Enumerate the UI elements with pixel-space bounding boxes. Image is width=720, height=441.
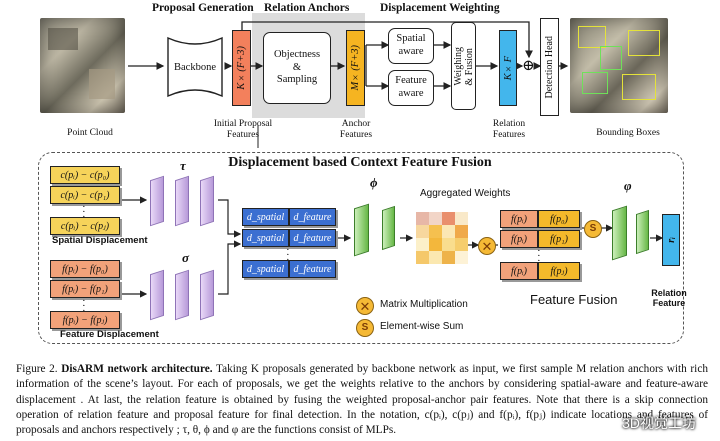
figure-caption: Figure 2. DisARM network architecture. T…: [16, 362, 708, 438]
objectness-sampling-box: Objectness & Sampling: [263, 32, 331, 104]
proposal-features-bar: K×(F+3): [232, 30, 251, 106]
backbone-shape: [167, 36, 223, 98]
fusion-right-1: f(p₁): [538, 230, 580, 248]
dfeature-0: d_feature: [289, 208, 336, 226]
fusion-title: Displacement based Context Feature Fusio…: [228, 155, 492, 170]
dspatial-0: d_spatial: [242, 208, 289, 226]
fusion-right-0: f(p₀): [538, 210, 580, 228]
elementwise-sum-icon: S: [584, 220, 602, 238]
detection-head-box: Detection Head: [540, 18, 559, 116]
varphi-symbol: φ: [624, 178, 632, 193]
bbox-4: [582, 72, 608, 94]
matrix-mult-icon: ✕: [478, 237, 496, 255]
caption-title: DisARM network architecture.: [61, 363, 213, 375]
label-relation-features: Relation Features: [492, 119, 526, 140]
fusion-ellipsis: ···: [537, 245, 541, 267]
elementwise-sum-symbol: S: [589, 223, 597, 234]
label-bounding-boxes: Bounding Boxes: [596, 128, 660, 138]
anchor-features-bar: M×(F+3): [346, 30, 365, 106]
phi-symbol: ϕ: [370, 175, 378, 190]
anchor-dim-label: M×(F+3): [350, 45, 361, 91]
fusion-left-2: f(pᵢ): [500, 262, 538, 280]
feature-chip-0: f(pᵢ) − f(p₀): [50, 260, 120, 278]
varphi-layer-2: [636, 209, 649, 255]
relation-feature-label: Relation Feature: [651, 288, 687, 309]
weighing-fusion-label: Weighing & Fusion: [452, 46, 475, 86]
dfeature-2-text: d_feature: [293, 263, 332, 275]
sigma-symbol: σ: [182, 250, 190, 265]
legend-es-symbol: S: [361, 322, 369, 333]
dfeature-1: d_feature: [289, 229, 336, 247]
aggregated-weights-label: Aggregated Weights: [420, 188, 511, 199]
pipeline-arrows: [128, 21, 569, 148]
feature-aware-box: Feature aware: [388, 70, 434, 106]
feature-fusion-label: Feature Fusion: [530, 292, 618, 307]
aggregated-weights-heatmap: [416, 212, 472, 268]
legend-mm-symbol: ✕: [359, 298, 371, 314]
header-displacement-weighting: Displacement Weighting: [380, 2, 500, 14]
relation-dim-label: K×F: [502, 55, 514, 81]
spatial-aware-box: Spatial aware: [388, 28, 434, 64]
context-fusion-panel: [38, 152, 684, 344]
weighing-fusion-box: Weighing & Fusion: [451, 22, 476, 110]
matrix-mult-symbol: ✕: [481, 238, 493, 254]
dspatial-1: d_spatial: [242, 229, 289, 247]
feature-chip-2: f(pᵢ) − f(pⱼ): [50, 311, 120, 329]
legend-matrix-mult: Matrix Multiplication: [380, 299, 468, 310]
legend-matrix-mult-icon: ✕: [356, 297, 374, 315]
legend-elementwise-sum-icon: S: [356, 319, 374, 337]
relation-feature-bar: rᵢ: [662, 214, 680, 266]
spatial-chip-2: c(pᵢ) − c(pⱼ): [50, 217, 120, 235]
dspatial-0-text: d_spatial: [246, 211, 285, 223]
phi-layer-1: [354, 203, 369, 257]
dspatial-2: d_spatial: [242, 260, 289, 278]
label-initial-features: Initial Proposal Features: [213, 119, 273, 140]
backbone-label: Backbone: [174, 62, 216, 73]
label-anchor-features: Anchor Features: [339, 119, 373, 140]
spatial-displacement-label: Spatial Displacement: [52, 235, 148, 246]
caption-text: Taking K proposals generated by backbone…: [16, 363, 708, 437]
caption-label: Figure 2.: [16, 363, 58, 375]
ri-label: rᵢ: [665, 237, 677, 243]
fusion-left-0: f(pᵢ): [500, 210, 538, 228]
point-cloud-image: [40, 18, 125, 113]
dfeature-1-text: d_feature: [293, 232, 332, 244]
bounding-boxes-image: [570, 18, 668, 113]
dspatial-1-text: d_spatial: [246, 232, 285, 244]
header-proposal-generation: Proposal Generation: [152, 2, 254, 14]
proposal-dim-label: K×(F+3): [236, 46, 247, 90]
dspatial-2-text: d_spatial: [246, 263, 285, 275]
watermark: 3D视觉工坊: [622, 415, 696, 431]
tau-symbol: τ: [180, 158, 186, 173]
label-point-cloud: Point Cloud: [67, 128, 113, 138]
phi-layer-2: [382, 205, 395, 251]
bbox-1: [578, 26, 606, 48]
dfeature-0-text: d_feature: [293, 211, 332, 223]
bbox-3: [628, 30, 660, 56]
module-arrows: [122, 196, 664, 298]
dfeature-2: d_feature: [289, 260, 336, 278]
header-relation-anchors: Relation Anchors: [264, 2, 350, 14]
legend-elementwise-sum: Element-wise Sum: [380, 321, 464, 332]
sum-symbol: ⊕: [522, 58, 535, 74]
bbox-5: [622, 74, 656, 100]
spatial-chip-0: c(pᵢ) − c(p₀): [50, 166, 120, 184]
fusion-right-2: f(pⱼ): [538, 262, 580, 280]
fusion-left-1: f(pᵢ): [500, 230, 538, 248]
varphi-layer-1: [612, 205, 627, 261]
feature-displacement-label: Feature Displacement: [60, 329, 159, 340]
bbox-2: [600, 46, 622, 70]
detection-head-label: Detection Head: [544, 35, 555, 99]
spatial-chip-1: c(pᵢ) − c(p₁): [50, 186, 120, 204]
relation-features-bar: K×F: [499, 30, 517, 106]
feature-chip-1: f(pᵢ) − f(p₁): [50, 280, 120, 298]
